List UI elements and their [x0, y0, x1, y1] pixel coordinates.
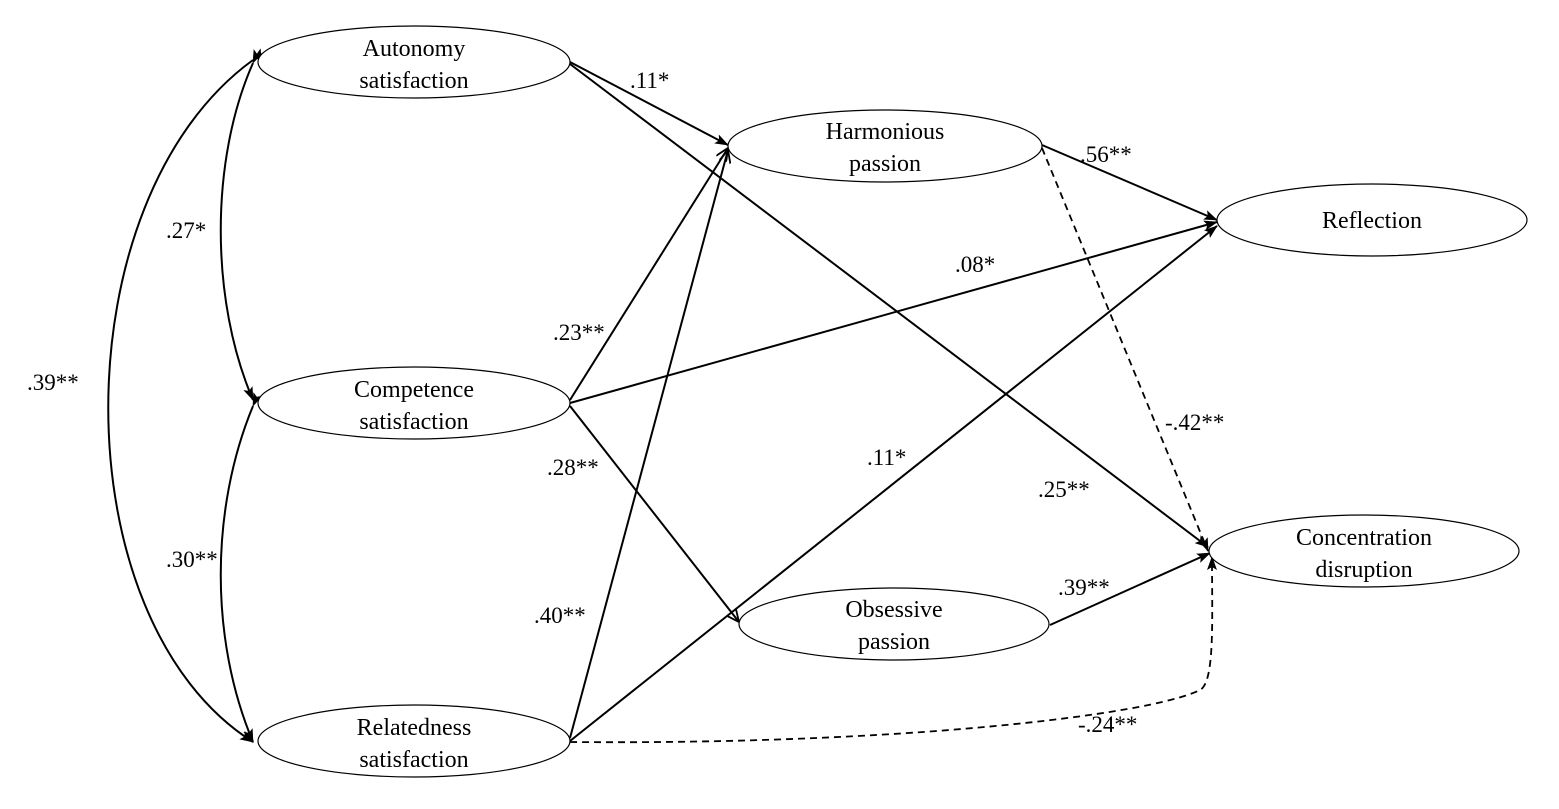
node-autonomy-satisfaction: Autonomy satisfaction — [257, 25, 571, 99]
node-harmonious-passion: Harmonious passion — [727, 109, 1043, 183]
correlation-competence-relatedness — [219, 392, 263, 743]
label-relatedness-reflection: .11* — [867, 445, 906, 470]
node-reflection-line-1: Reflection — [1322, 208, 1422, 234]
label-harmonious-reflection: .56** — [1080, 142, 1132, 167]
label-competence-obsessive: .28** — [547, 455, 599, 480]
label-relatedness-harmonious: .40** — [534, 603, 586, 628]
label-harmonious-concentration: -.42** — [1165, 410, 1224, 435]
node-concentration-line-1: Concentration — [1296, 525, 1432, 551]
label-relatedness-concentration: -.24** — [1078, 712, 1137, 737]
node-reflection: Reflection — [1216, 183, 1528, 257]
node-relatedness-satisfaction: Relatedness satisfaction — [257, 704, 571, 778]
correlation-autonomy-competence — [219, 49, 263, 401]
node-autonomy-line-2: satisfaction — [359, 68, 468, 94]
node-competence-line-2: satisfaction — [359, 409, 468, 435]
label-competence-reflection: .08* — [955, 252, 995, 277]
node-autonomy-line-1: Autonomy — [363, 36, 466, 62]
path-autonomy-concentration — [569, 63, 1209, 548]
node-competence-satisfaction: Competence satisfaction — [257, 366, 571, 440]
node-relatedness-line-2: satisfaction — [359, 747, 468, 773]
path-competence-reflection — [569, 220, 1218, 404]
path-relatedness-concentration — [569, 556, 1218, 744]
node-concentration-line-2: disruption — [1315, 557, 1412, 583]
path-autonomy-harmonious — [569, 61, 729, 146]
node-competence-line-1: Competence — [354, 377, 474, 403]
label-competence-harmonious: .23** — [553, 320, 605, 345]
path-obsessive-concentration — [1049, 552, 1211, 626]
label-autonomy-harmonious: .11* — [630, 68, 669, 93]
path-harmonious-concentration — [1041, 147, 1209, 552]
node-obsessive-line-2: passion — [858, 629, 930, 655]
path-harmonious-reflection — [1041, 144, 1218, 221]
path-competence-obsessive — [569, 405, 739, 622]
path-relatedness-harmonious — [569, 150, 728, 739]
node-obsessive-line-1: Obsessive — [845, 597, 942, 623]
correlation-arcs — [107, 48, 267, 743]
label-obsessive-concentration: .39** — [1058, 575, 1110, 600]
path-relatedness-reflection — [569, 225, 1218, 742]
correlation-labels: .27* .30** .39** — [27, 218, 218, 572]
regression-paths — [569, 61, 1218, 744]
path-competence-harmonious — [569, 148, 728, 401]
node-harmonious-line-1: Harmonious — [826, 119, 945, 145]
node-obsessive-passion: Obsessive passion — [738, 587, 1050, 661]
label-autonomy-competence: .27* — [166, 218, 206, 243]
node-relatedness-line-1: Relatedness — [357, 715, 472, 741]
correlation-autonomy-relatedness — [107, 48, 267, 743]
node-concentration-disruption: Concentration disruption — [1208, 514, 1520, 588]
node-harmonious-line-2: passion — [849, 151, 921, 177]
path-labels: .11* .25** .23** .08* .28** .40** .11* -… — [534, 68, 1224, 737]
label-autonomy-relatedness: .39** — [27, 370, 79, 395]
label-competence-relatedness: .30** — [166, 547, 218, 572]
label-autonomy-concentration: .25** — [1038, 477, 1090, 502]
